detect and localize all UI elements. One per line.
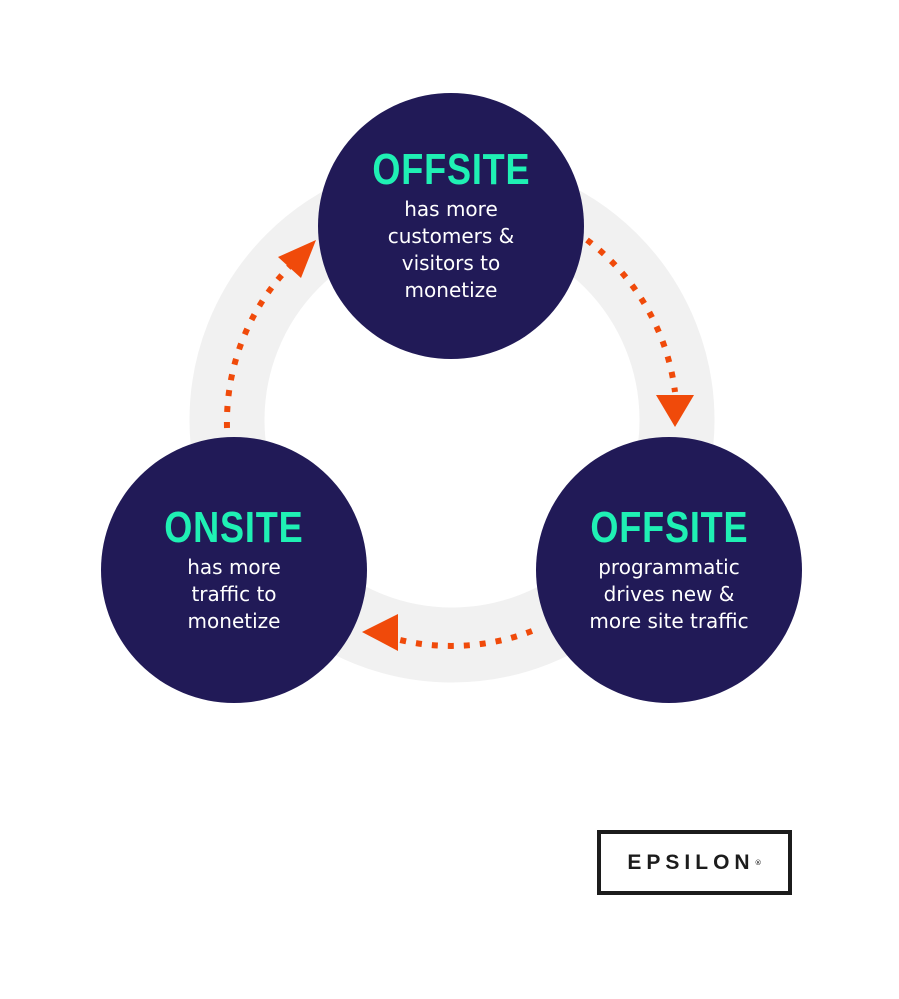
registered-mark: ®	[754, 858, 762, 867]
node-offsite-top: OFFSITE has more customers & visitors to…	[318, 93, 584, 359]
node-title: ONSITE	[164, 502, 304, 552]
node-onsite-left: ONSITE has more traffic to monetize	[101, 437, 367, 703]
arrow-head-up-right-icon	[278, 240, 316, 278]
node-text: has more customers & visitors to monetiz…	[387, 197, 515, 302]
node-title: OFFSITE	[589, 502, 749, 552]
node-offsite-right: OFFSITE programmatic drives new & more s…	[536, 437, 802, 703]
node-text: has more traffic to monetize	[187, 554, 281, 633]
epsilon-logo: EPSILON®	[597, 830, 792, 895]
node-title: OFFSITE	[371, 145, 531, 194]
node-text: programmatic drives new & more site traf…	[589, 554, 749, 633]
arrow-path-right-to-left	[399, 628, 534, 649]
logo-text: EPSILON	[627, 850, 755, 874]
arrow-head-down-icon	[656, 395, 694, 427]
arrow-head-left-icon	[362, 614, 398, 651]
